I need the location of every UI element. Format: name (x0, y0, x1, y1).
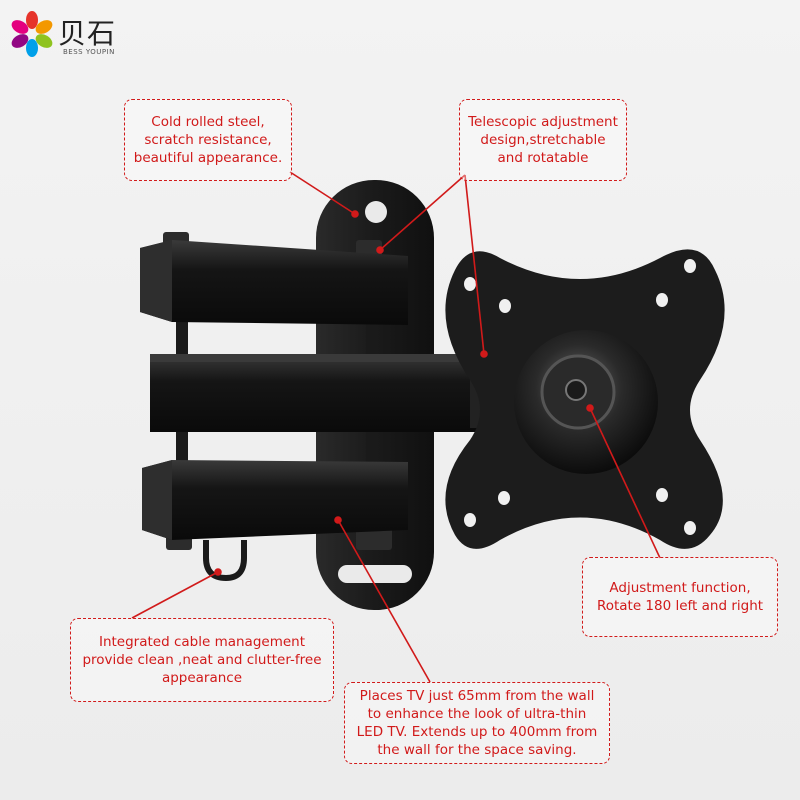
callout-line: Adjustment function, (609, 580, 751, 596)
callout-line: scratch resistance, (144, 132, 272, 148)
callout-line: Places TV just 65mm from the wall (359, 688, 595, 704)
callout-line: LED TV. Extends up to 400mm from (356, 724, 598, 740)
brand-name-en: BESS YOUPIN (63, 48, 115, 56)
callout-cable-management: Integrated cable management provide clea… (70, 618, 334, 702)
callout-wall-distance: Places TV just 65mm from the wall to enh… (344, 682, 610, 764)
cable-clip (203, 540, 247, 582)
callout-line: design,stretchable (480, 132, 606, 148)
upper-arm (140, 240, 408, 325)
lower-arm (142, 460, 408, 540)
callout-line: appearance (161, 670, 243, 686)
callout-telescopic-adjustment: Telescopic adjustment design,stretchable… (459, 99, 627, 181)
callout-line: Telescopic adjustment (468, 114, 618, 130)
brand-flower-icon (11, 11, 53, 57)
callout-adjustment-function: Adjustment function, Rotate 180 left and… (582, 557, 778, 637)
leader-lines (131, 171, 661, 683)
callout-line: Integrated cable management (98, 634, 306, 650)
middle-arm (150, 354, 500, 432)
callout-cold-rolled-steel: Cold rolled steel, scratch resistance, b… (124, 99, 292, 181)
callout-line: the wall for the space saving. (377, 742, 577, 758)
callout-line: and rotatable (497, 150, 589, 166)
callout-line: beautiful appearance. (133, 150, 283, 166)
callout-line: to enhance the look of ultra-thin (367, 706, 587, 722)
callout-line: Rotate 180 left and right (596, 598, 764, 614)
brand-name-cn: 贝石 (58, 17, 117, 50)
brand-logo: 贝石 BESS YOUPIN (8, 10, 148, 62)
vesa-plate (445, 249, 725, 549)
callout-line: provide clean ,neat and clutter-free (82, 652, 322, 668)
callout-line: Cold rolled steel, (151, 114, 265, 130)
